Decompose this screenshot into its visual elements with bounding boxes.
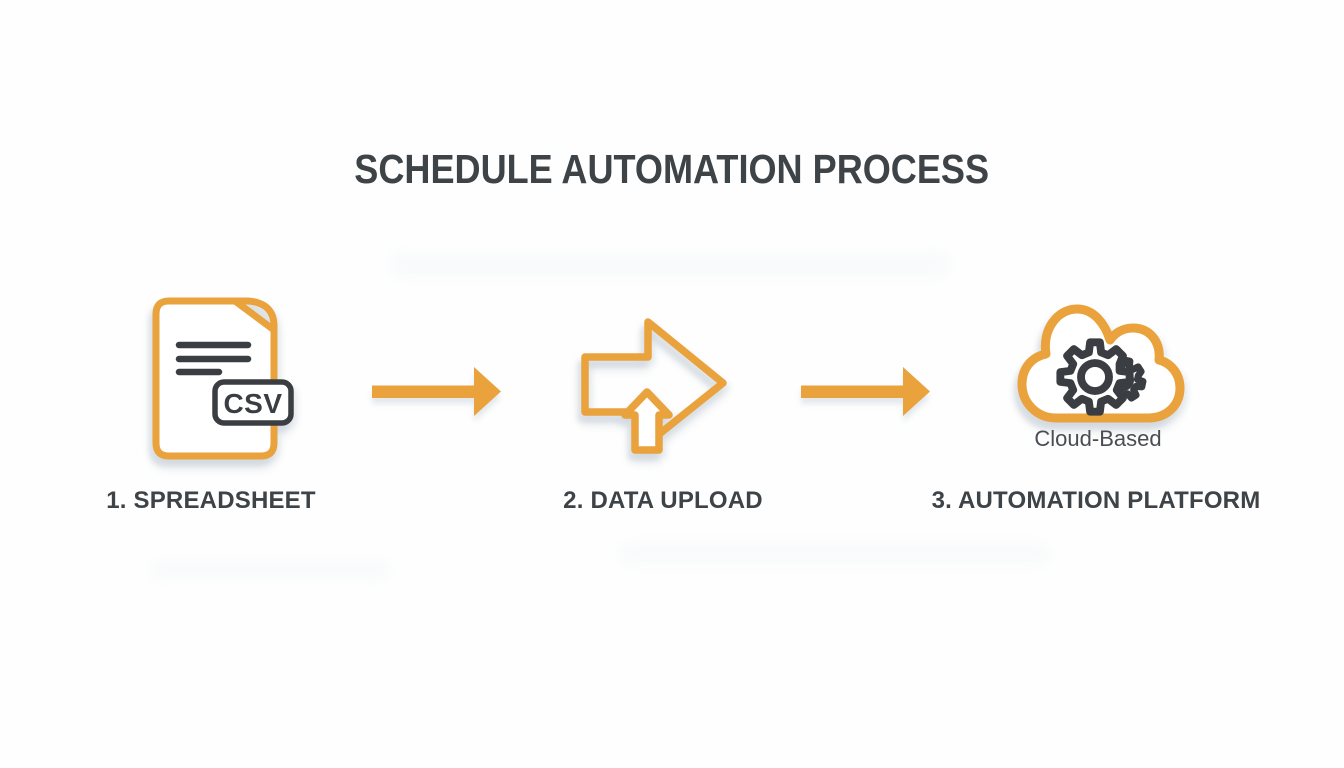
up-arrow-outline	[621, 388, 673, 454]
step-label-automation-platform: 3. AUTOMATION PLATFORM	[931, 487, 1261, 514]
forward-arrow-outline	[581, 318, 727, 447]
csv-badge-label: CSV	[223, 388, 282, 419]
step-label-data-upload: 2. DATA UPLOAD	[563, 487, 763, 514]
background-smudge	[150, 560, 390, 580]
flow-arrow-icon	[801, 367, 930, 416]
background-smudge	[390, 252, 950, 278]
csv-document-icon: CSV	[152, 297, 294, 460]
cloud-gear-icon	[1017, 304, 1185, 423]
csv-badge: CSV	[212, 379, 294, 426]
step-label-spreadsheet: 1. SPREADSHEET	[106, 487, 316, 514]
page-title: SCHEDULE AUTOMATION PROCESS	[354, 146, 990, 192]
upload-arrow-icon	[581, 318, 727, 454]
large-gear-icon	[1056, 338, 1134, 416]
diagram-header: SCHEDULE AUTOMATION PROCESS	[0, 146, 1344, 193]
background-smudge	[620, 542, 1050, 566]
flow-arrow-icon	[372, 367, 501, 416]
cloud-caption: Cloud-Based	[1034, 426, 1162, 451]
document-outline	[152, 297, 278, 460]
document-fold	[231, 297, 278, 334]
